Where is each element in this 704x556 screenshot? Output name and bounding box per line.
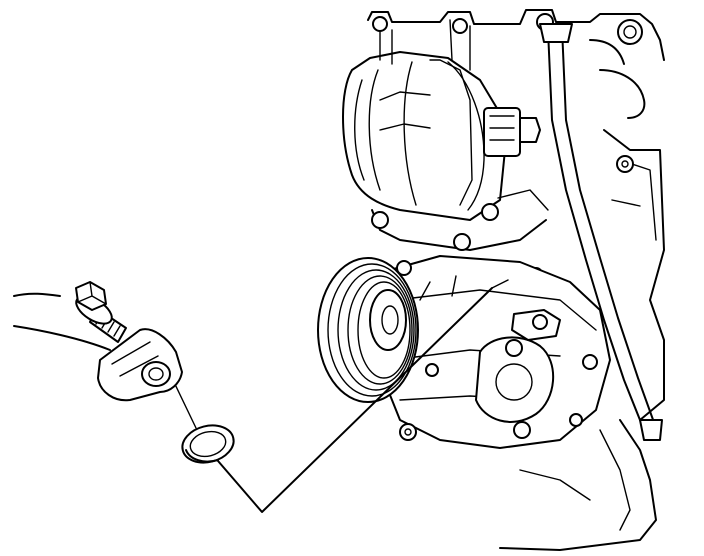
fitting-bolt	[75, 281, 127, 343]
compressor-pulley	[317, 257, 419, 403]
sealing-washer	[181, 424, 235, 464]
leader-line	[171, 279, 509, 513]
refrigerant-hose	[13, 292, 111, 351]
engine-assembly	[342, 9, 665, 551]
hose-fitting-block	[97, 328, 183, 402]
